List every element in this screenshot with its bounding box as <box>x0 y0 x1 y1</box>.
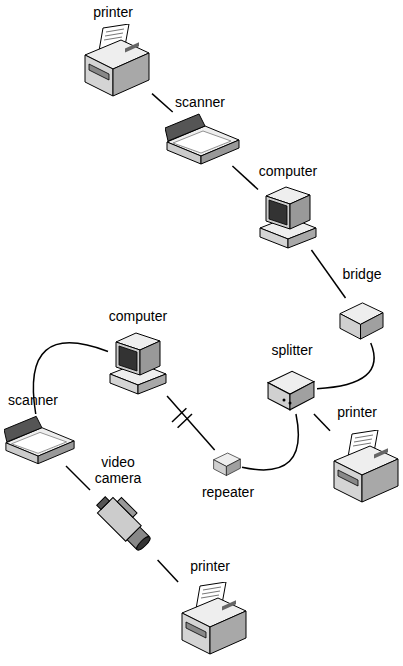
device-node: scanner <box>4 414 76 466</box>
camera-illustration <box>93 489 157 553</box>
device-node: computer <box>108 330 168 396</box>
repeater-illustration <box>214 453 241 476</box>
cable-line <box>311 250 345 298</box>
device-label: computer <box>259 163 317 179</box>
device-node: splitter <box>265 366 317 414</box>
cable-line <box>158 560 178 582</box>
scanner-illustration <box>4 416 74 463</box>
device-label: scanner <box>175 94 225 110</box>
device-node: printer <box>80 24 152 99</box>
device-node: bridge <box>338 298 385 343</box>
cable-gap <box>179 415 185 421</box>
cable-line <box>152 94 173 112</box>
device-node: printer <box>178 582 248 657</box>
device-node: video camera <box>90 490 160 560</box>
device-label: video camera <box>90 454 146 486</box>
splitter-port <box>283 399 286 402</box>
device-label: printer <box>93 4 133 20</box>
printer-illustration <box>85 24 149 96</box>
cable-line <box>66 466 90 490</box>
printer-illustration <box>182 582 246 654</box>
splitter-illustration <box>268 371 314 410</box>
cable-line <box>232 166 258 189</box>
scanner-illustration <box>165 114 239 164</box>
cable-line <box>317 343 374 389</box>
printer-illustration <box>334 430 398 502</box>
device-node: computer <box>258 184 318 250</box>
cable-line <box>167 396 215 450</box>
device-label: printer <box>190 558 230 574</box>
device-label: repeater <box>202 484 254 500</box>
device-label: computer <box>109 308 167 324</box>
computer-illustration <box>260 187 316 248</box>
break-mark <box>172 408 186 422</box>
cable-line <box>242 414 298 470</box>
cable-line <box>314 414 330 431</box>
device-label: printer <box>337 404 377 420</box>
device-node: printer <box>330 430 400 505</box>
break-mark <box>178 414 192 428</box>
splitter-port <box>289 402 292 405</box>
computer-illustration <box>110 333 166 394</box>
device-label: splitter <box>271 342 312 358</box>
device-node: scanner <box>165 112 241 166</box>
device-label: scanner <box>8 392 58 408</box>
device-node: repeater <box>212 450 242 478</box>
device-label: bridge <box>343 266 382 282</box>
bridge-illustration <box>340 303 383 339</box>
